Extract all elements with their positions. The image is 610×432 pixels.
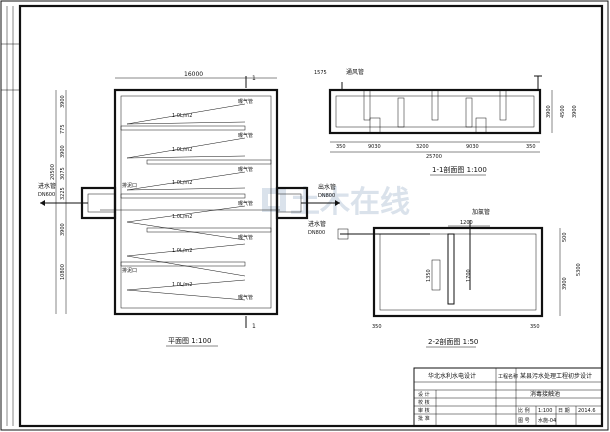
plan-inner-wall bbox=[120, 95, 272, 309]
section22-dim-mid: 1350 bbox=[426, 269, 432, 282]
outlet-size: DN800 bbox=[318, 193, 335, 199]
section22-dim-bottom: 350 bbox=[530, 324, 540, 330]
aerator-label: 曝气管 bbox=[238, 234, 253, 241]
drawing-frame bbox=[18, 4, 604, 428]
section11-baffles bbox=[363, 89, 507, 134]
tb-row-label: 审 核 bbox=[418, 407, 430, 414]
aerator-label: 曝气管 bbox=[238, 132, 253, 139]
project-label: 工程名称 bbox=[498, 373, 518, 380]
section22-inlet-label: 进水管 bbox=[308, 220, 326, 228]
plan-dim-left: 775 bbox=[60, 124, 66, 134]
plan-dim-total: 20500 bbox=[50, 164, 56, 180]
inlet-chamber-inner bbox=[87, 193, 116, 213]
section11-dim: 3200 bbox=[416, 144, 429, 150]
tb-row-label: 批 准 bbox=[418, 415, 430, 422]
pipe-note: 1.0L/m2 bbox=[172, 180, 192, 186]
outlet-arrow-icon bbox=[335, 200, 340, 206]
section11-dim-right: 3900 bbox=[572, 105, 578, 118]
section11-outline bbox=[328, 88, 542, 135]
aerator-label: 曝气管 bbox=[238, 294, 253, 301]
section22-baffle bbox=[447, 233, 455, 305]
section11-inner bbox=[335, 95, 535, 128]
section11-dim: 9030 bbox=[368, 144, 381, 150]
tb-cell: 1:100 bbox=[538, 408, 552, 414]
tb-cell: 日 期 bbox=[558, 408, 570, 414]
section11-dim-right: 3900 bbox=[546, 105, 552, 118]
tb-row-label: 校 核 bbox=[418, 399, 430, 406]
plan-view: 1.0L/m2 1.0L/m2 1.0L/m2 1.0L/m2 1.0L/m2 … bbox=[38, 71, 340, 347]
tb-cell: 比 例 bbox=[518, 407, 530, 414]
tb-row-label: 设 计 bbox=[418, 391, 430, 398]
section11-dim-right: 4500 bbox=[560, 105, 566, 118]
pipe-note: 1.0L/m2 bbox=[172, 282, 192, 288]
section22-channel bbox=[431, 259, 441, 291]
section-2-2: 进水管 DN800 加氯管 1200 1350 1700 500 5300 39… bbox=[308, 208, 582, 348]
drain-label: 排泥口 bbox=[122, 267, 137, 274]
section22-dim-mid: 1700 bbox=[466, 269, 472, 282]
plan-title: 平面图 1:100 bbox=[168, 337, 211, 345]
pipe-note: 1.0L/m2 bbox=[172, 113, 192, 119]
baffle bbox=[120, 125, 246, 131]
dose-label: 加氯管 bbox=[472, 208, 490, 216]
section11-dim: 350 bbox=[336, 144, 346, 150]
section11-dim-total: 25700 bbox=[426, 154, 442, 160]
inlet-size: DN600 bbox=[38, 192, 55, 198]
section22-dim-right: 3900 bbox=[562, 277, 568, 290]
section22-dim-right: 5300 bbox=[576, 263, 582, 276]
section22-dim-bottom: 350 bbox=[372, 324, 382, 330]
plan-dim-left: 3900 bbox=[60, 145, 66, 158]
project-name: 某县污水处理工程初步设计 bbox=[520, 372, 592, 380]
baffle bbox=[120, 193, 246, 199]
tb-cell: 2014.6 bbox=[578, 408, 596, 414]
plan-dim-left: 3225 bbox=[60, 187, 66, 200]
section-1-1: 1575 通风管 350 9030 3200 9030 350 25700 45… bbox=[314, 68, 578, 176]
plan-dim-left: 10800 bbox=[60, 264, 66, 280]
watermark-logo-icon bbox=[262, 188, 286, 212]
plan-dim-width: 16000 bbox=[184, 71, 203, 78]
title-block-frame bbox=[413, 367, 603, 427]
section11-top-label: 1575 bbox=[314, 70, 327, 76]
aerator-label: 曝气管 bbox=[238, 98, 253, 105]
tb-cell: 图 号 bbox=[518, 418, 530, 424]
plan-dim-left: 3900 bbox=[60, 223, 66, 236]
section22-dim-top: 1200 bbox=[460, 220, 473, 226]
company-name: 华北水利水电设计 bbox=[428, 372, 476, 380]
inlet-label: 进水管 bbox=[38, 182, 56, 190]
section22-inner bbox=[379, 233, 537, 311]
plan-dim-left: 3075 bbox=[60, 167, 66, 180]
inlet-arrow-icon bbox=[40, 200, 45, 206]
aeration-pipes bbox=[126, 103, 246, 301]
section11-dim: 9030 bbox=[466, 144, 479, 150]
plan-dim-left: 3900 bbox=[60, 95, 66, 108]
baffle bbox=[146, 227, 272, 233]
outlet-label: 出水管 bbox=[318, 183, 336, 191]
section11-title: 1-1剖面图 1:100 bbox=[432, 165, 487, 174]
drain-label: 排泥口 bbox=[122, 182, 137, 189]
inlet-pipe-end bbox=[337, 228, 349, 240]
baffle bbox=[120, 261, 246, 267]
section22-title: 2-2剖面图 1:50 bbox=[428, 337, 478, 346]
drawing-name: 消毒接触池 bbox=[530, 390, 560, 398]
section22-outline bbox=[372, 226, 544, 318]
pipe-note: 1.0L/m2 bbox=[172, 248, 192, 254]
section22-dim-right: 500 bbox=[562, 232, 568, 242]
section-mark-bottom: 1 bbox=[252, 323, 256, 330]
pipe-note: 1.0L/m2 bbox=[172, 147, 192, 153]
tb-cell: 水施-04 bbox=[538, 417, 556, 424]
vent-label: 通风管 bbox=[346, 68, 364, 76]
section11-dim: 350 bbox=[526, 144, 536, 150]
aerator-label: 曝气管 bbox=[238, 200, 253, 207]
baffle bbox=[146, 159, 272, 165]
pipe-note: 1.0L/m2 bbox=[172, 214, 192, 220]
title-block: 华北水利水电设计 工程名称 某县污水处理工程初步设计 消毒接触池 设 计 校 核… bbox=[413, 367, 603, 427]
binding-strip bbox=[1, 6, 20, 426]
section22-inlet-size: DN800 bbox=[308, 230, 325, 236]
aerator-label: 曝气管 bbox=[238, 166, 253, 173]
section-mark-top: 1 bbox=[252, 75, 256, 82]
